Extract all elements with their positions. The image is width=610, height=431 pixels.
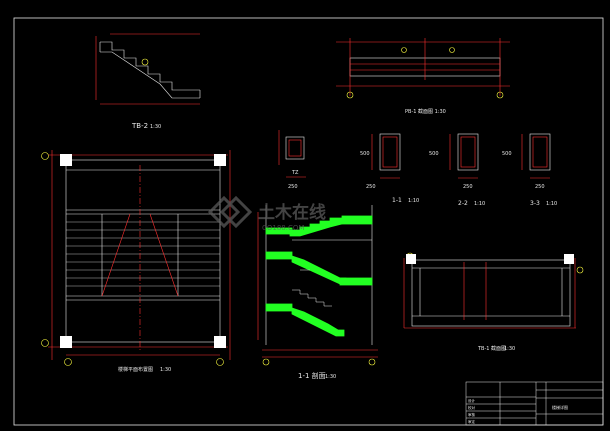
section-main-scale: 1:30 [325, 374, 336, 380]
stair-flight-upper [265, 215, 373, 237]
title-drawing-name: 楼梯详图 [552, 404, 568, 410]
s11-dim-250: 250 [366, 184, 376, 190]
s22-dim-500: 500 [429, 151, 439, 157]
s33-dim-500: 500 [502, 151, 512, 157]
s33-title: 3-3 [530, 200, 540, 207]
section-main-title: 1-1 剖面 [298, 371, 326, 380]
stair-section-steps-white [292, 239, 372, 307]
svg-text:土木在线: 土木在线 [258, 202, 326, 223]
elev-scale: 1:30 [504, 346, 515, 352]
s22-title: 2-2 [458, 200, 468, 207]
plan-caption: 楼梯平面布置图 [118, 366, 153, 373]
sheet-frame [13, 17, 604, 426]
tb2-stair-detail [95, 33, 201, 105]
stair-section-main [257, 205, 378, 366]
plan-column-bl [60, 336, 72, 348]
pb1-beam-detail [336, 38, 510, 99]
stair-flight-middle [265, 251, 373, 286]
plan-column-tr [214, 154, 226, 166]
svg-text:CO188.COM: CO188.COM [262, 224, 304, 232]
tz-column-detail [278, 130, 306, 178]
tb2-scale: 1:30 [150, 124, 161, 130]
s11-dim-500: 500 [360, 151, 370, 157]
stair-flight-lower [265, 303, 345, 337]
section-1-1-small [371, 133, 401, 179]
tb1-column-left [406, 254, 416, 264]
section-2-2 [449, 133, 479, 179]
tz-dim-250: 250 [288, 184, 298, 190]
title-cell-1: 设计 [468, 398, 476, 403]
pb1-caption: PB-1 截面图 1:30 [405, 108, 446, 115]
s33-dim-250: 250 [535, 184, 545, 190]
tb2-title: TB-2 [131, 122, 148, 130]
watermark-logo: 土木在线 CO188.COM [207, 195, 326, 232]
s11-scale: 1:10 [408, 198, 419, 204]
title-cell-3: 审核 [468, 412, 476, 417]
plan-column-br [214, 336, 226, 348]
title-cell-2: 校对 [468, 405, 476, 410]
s22-dim-250: 250 [463, 184, 473, 190]
s11-title: 1-1 [392, 197, 402, 204]
tb1-elevation [403, 252, 584, 329]
tz-label: TZ [291, 170, 299, 176]
tb1-column-right [564, 254, 574, 264]
stair-plan [41, 150, 231, 366]
plan-column-tl [60, 154, 72, 166]
plan-scale: 1:30 [160, 367, 171, 373]
s22-scale: 1:10 [474, 201, 485, 207]
section-3-3 [521, 133, 551, 179]
s33-scale: 1:10 [546, 201, 557, 207]
elev-caption: TB-1 截面图 [477, 345, 506, 352]
title-cell-4: 审定 [468, 419, 476, 424]
title-block [465, 381, 604, 426]
